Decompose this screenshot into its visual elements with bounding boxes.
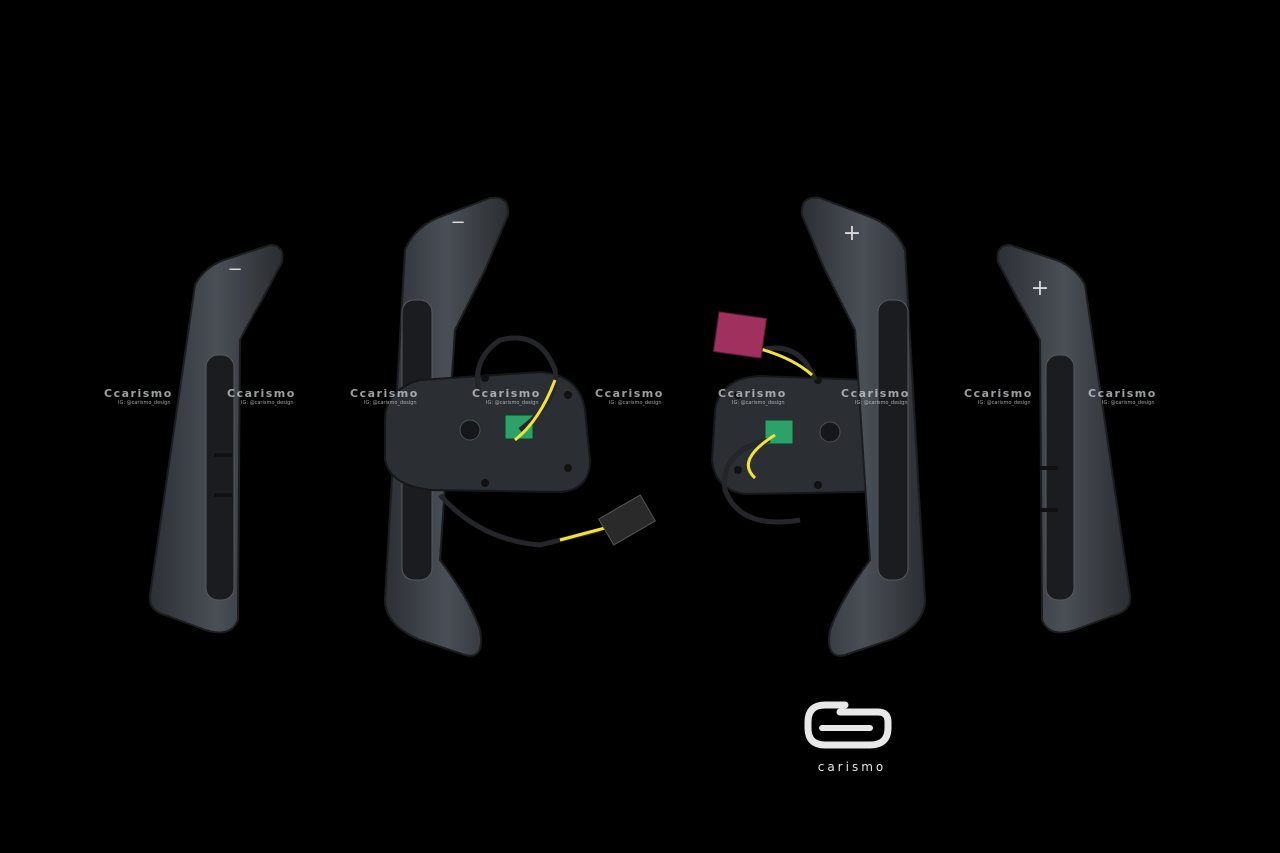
watermark: Ccarismo IG: @carismo_design [964, 388, 1033, 407]
watermark-handle: IG: @carismo_design [486, 400, 539, 406]
watermark-brand: Ccarismo [964, 387, 1033, 400]
watermark-handle: IG: @carismo_design [364, 400, 417, 406]
watermark-brand: Ccarismo [104, 387, 173, 400]
watermark-handle: IG: @carismo_design [732, 400, 785, 406]
watermark-handle: IG: @carismo_design [1102, 400, 1155, 406]
watermark-handle: IG: @carismo_design [241, 400, 294, 406]
carismo-logo-mark [804, 701, 892, 749]
left-small-paddle [148, 243, 284, 634]
right-wiring-harness [712, 311, 818, 525]
watermark-brand: Ccarismo [718, 387, 787, 400]
minus-symbol-left-large: − [450, 212, 465, 233]
plus-symbol-right-large: + [843, 221, 861, 246]
left-wiring-harness [438, 335, 656, 548]
watermark-brand: Ccarismo [841, 387, 910, 400]
minus-symbol-left-small: − [227, 259, 242, 280]
watermark: Ccarismo IG: @carismo_design [595, 388, 664, 407]
right-mount-plate [710, 374, 907, 496]
carismo-logo-text: carismo [817, 760, 887, 774]
plus-symbol-right-small: + [1031, 276, 1049, 301]
watermark-handle: IG: @carismo_design [978, 400, 1031, 406]
left-mount-plate [384, 370, 592, 494]
watermark: Ccarismo IG: @carismo_design [472, 388, 541, 407]
watermark: Ccarismo IG: @carismo_design [718, 388, 787, 407]
watermark-handle: IG: @carismo_design [855, 400, 908, 406]
watermark-brand: Ccarismo [472, 387, 541, 400]
watermark-handle: IG: @carismo_design [118, 400, 171, 406]
right-large-paddle [800, 196, 927, 657]
watermark: Ccarismo IG: @carismo_design [841, 388, 910, 407]
watermark-brand: Ccarismo [350, 387, 419, 400]
watermark: Ccarismo IG: @carismo_design [1088, 388, 1157, 407]
right-small-paddle [996, 243, 1132, 634]
watermark: Ccarismo IG: @carismo_design [104, 388, 173, 407]
watermark-brand: Ccarismo [595, 387, 664, 400]
watermark: Ccarismo IG: @carismo_design [350, 388, 419, 407]
watermark: Ccarismo IG: @carismo_design [227, 388, 296, 407]
watermark-brand: Ccarismo [227, 387, 296, 400]
watermark-handle: IG: @carismo_design [609, 400, 662, 406]
watermark-brand: Ccarismo [1088, 387, 1157, 400]
